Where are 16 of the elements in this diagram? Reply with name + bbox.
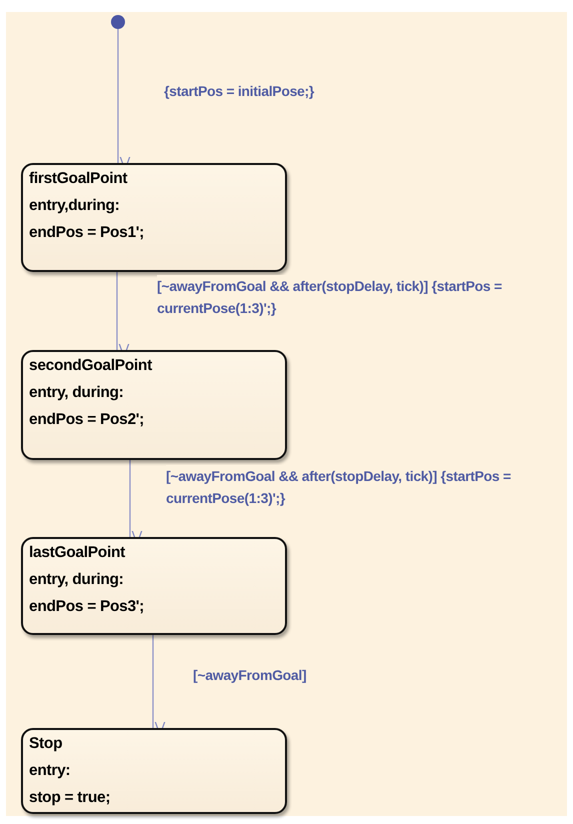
state-action: entry:: [29, 761, 72, 781]
state-name: firstGoalPoint: [29, 169, 128, 189]
state-name: lastGoalPoint: [29, 543, 126, 563]
state-box: [21, 728, 287, 814]
state-action: entry,during:: [29, 196, 121, 216]
state-box: [21, 537, 287, 635]
state-action: endPos = Pos1';: [29, 223, 146, 243]
state-action: entry, during:: [29, 570, 125, 590]
state-name: Stop: [29, 734, 64, 754]
state-action: stop = true;: [29, 788, 112, 808]
state-name: secondGoalPoint: [29, 356, 154, 376]
state-action: endPos = Pos3';: [29, 597, 146, 617]
state-box: [21, 163, 287, 272]
state-action: entry, during:: [29, 383, 125, 403]
state-box: [21, 350, 287, 460]
state-action: endPos = Pos2';: [29, 410, 146, 430]
